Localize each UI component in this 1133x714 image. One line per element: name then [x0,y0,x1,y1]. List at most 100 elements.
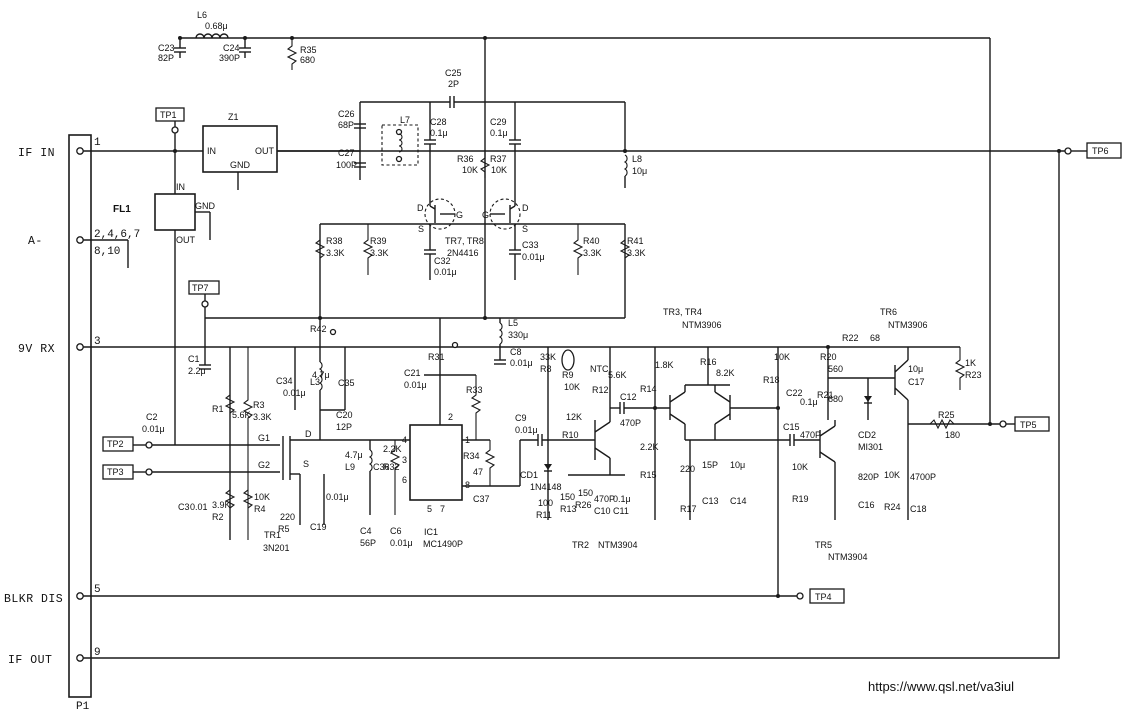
pin-num-a-minus-1: 2,4,6,7 [94,229,140,241]
ic1-block: 4 3 6 1 8 2 5 7 IC1 MC1490P C21 0.01μ R3… [402,368,538,549]
c26-label: C26 [338,109,355,119]
r23-label: R23 [965,370,982,380]
ic1-pin-4: 4 [402,435,407,445]
r34-label: R34 [463,451,480,461]
pin-label-blkr-dis: BLKR DIS [4,593,63,606]
c23-value: 82P [158,53,174,63]
c19-label: C19 [310,522,327,532]
pin-label-9v-rx: 9V RX [18,343,55,356]
r9-label: R9 [562,370,574,380]
r37-value: 10K [491,165,507,175]
l9-value: 4.7μ [345,450,363,460]
r15-label: R15 [640,470,657,480]
r3-value: 3.3K [253,412,272,422]
r10-label: R10 [562,430,579,440]
tp2-label: TP2 [107,439,124,449]
c8-value: 0.01μ [510,358,533,368]
r18-label: R18 [763,375,780,385]
svg-text:G: G [456,210,463,220]
r11-label: R11 [536,510,552,520]
g2-label: G2 [258,460,270,470]
r25-value: 180 [945,430,960,440]
pin-label-a-minus: A- [28,235,43,248]
tr6-value: NTM3906 [888,320,928,330]
pin-num-3: 3 [94,336,101,348]
tr5-label: TR5 [815,540,832,550]
pin-9v-rx: 9V RX 3 [18,336,205,356]
c20-label: C20 [336,410,353,420]
c27-label: C27 [338,148,355,158]
r13-value: 150 [560,492,575,502]
c35-label: C35 [338,378,355,388]
r20-label: R20 [820,352,837,362]
c17-label: C17 [908,377,925,387]
r34-value: 47 [473,467,483,477]
tr7-d: D [417,203,424,213]
cd1-label: CD1 [520,470,538,480]
cd1-value: 1N4148 [530,482,562,492]
r24-value: 10K [884,470,900,480]
r9-value: 10K [564,382,580,392]
r26-label: R26 [575,500,592,510]
r14-label: R14 [640,384,657,394]
c10-label: C10 [594,506,611,516]
tp3-label: TP3 [107,467,124,477]
tr34-value: NTM3906 [682,320,722,330]
r4-value: 10K [254,492,270,502]
c15-label: C15 [783,422,800,432]
r3-label: R3 [253,400,265,410]
r22-label: R22 [842,333,859,343]
c4-value: 56P [360,538,376,548]
svg-text:G: G [482,210,489,220]
c14-value: 10μ [730,460,745,470]
r38-value: 3.3K [326,248,345,258]
c11-value: 0.1μ [613,494,631,504]
c25-label: C25 [445,68,462,78]
c8-label: C8 [510,347,522,357]
c21-value: 0.01μ [404,380,427,390]
r33-label: R33 [466,385,483,395]
fl1-gnd: GND [195,201,216,211]
l3-label: L3 [310,377,320,387]
r15-value: 2.2K [640,442,659,452]
c15-value: 470P [800,430,821,440]
r1-value: 5.6K [232,410,251,420]
c33-label: C33 [522,240,539,250]
r13-label: R13 [560,504,577,514]
r17-value: 220 [680,464,695,474]
cd2-value: MI301 [858,442,883,452]
c3-value: 0.01 [190,502,208,512]
watermark-url: https://www.qsl.net/va3iul [868,679,1014,694]
connector-p1: P1 [68,134,92,713]
l5-value: 330μ [508,330,528,340]
tr7-s: S [418,224,424,234]
pin-num-9: 9 [94,647,101,659]
pin-num-a-minus-2: 8,10 [94,246,120,258]
c36-label: C36 [373,462,390,472]
c13-label: C13 [702,496,719,506]
r32-value: 2.2K [383,444,402,454]
r19-value: 10K [792,462,808,472]
r41-value: 3.3K [627,248,646,258]
c27-value: 100P [336,160,357,170]
ic1-pin-5: 5 [427,504,432,514]
c28-label: C28 [430,117,447,127]
c25-value: 2P [448,79,459,89]
rail-9v: TP7 L5 330μ C8 0.01μ R42 R31 [188,280,960,375]
l5-label: L5 [508,318,518,328]
ic1-pin-3: 3 [402,455,407,465]
c29-value: 0.1μ [490,128,508,138]
r5-label: R5 [278,524,290,534]
z1-gnd: GND [230,160,251,170]
cd2-label: CD2 [858,430,876,440]
r35-label: R35 [300,45,317,55]
tp6: TP6 [1057,142,1122,159]
l6-value: 0.68μ [205,21,228,31]
r20-value: 560 [828,364,843,374]
tr8-d: D [522,203,529,213]
c14-label: C14 [730,496,747,506]
r12-value: 5.6K [608,370,627,380]
tp4: TP4 [796,588,845,604]
z1-in: IN [207,146,216,156]
